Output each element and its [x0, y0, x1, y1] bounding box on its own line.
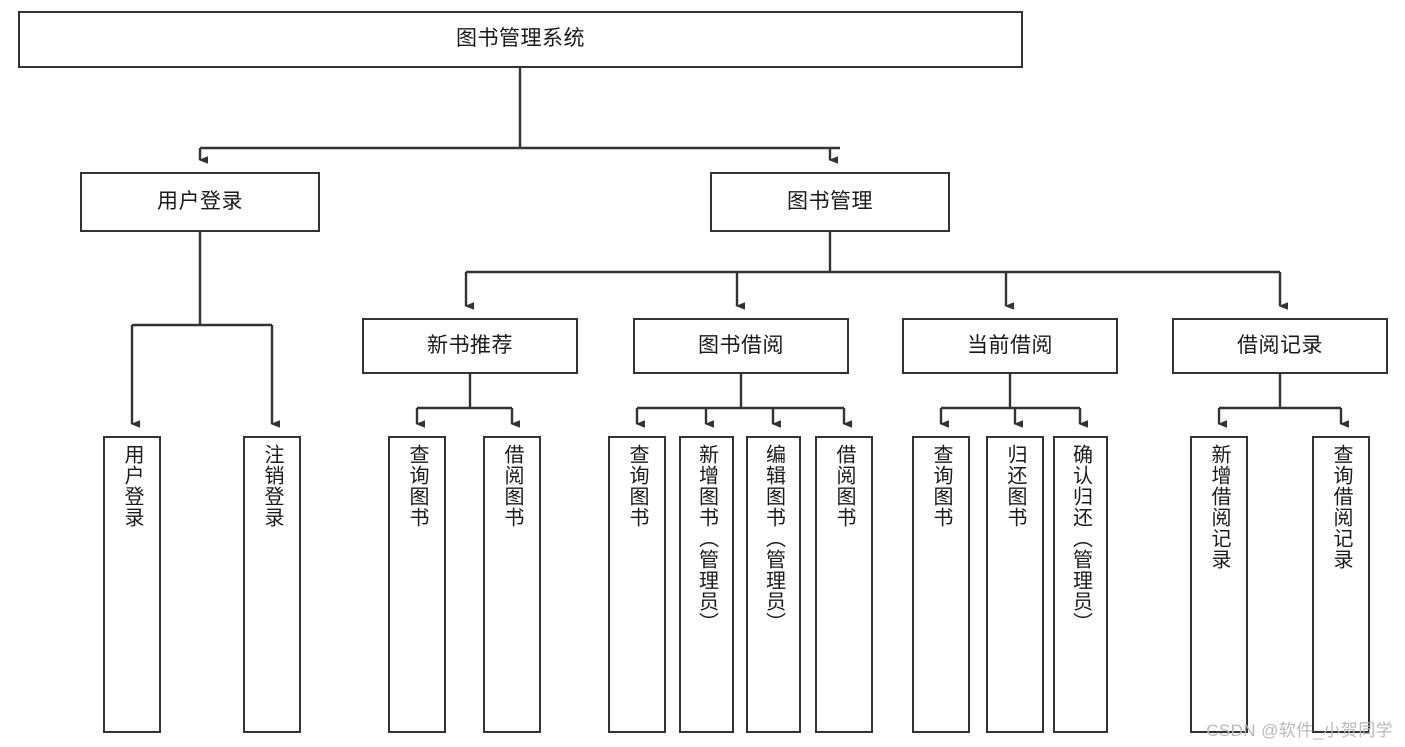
node-leaf-query-record-label: 查询借阅记录 — [1330, 444, 1352, 570]
node-leaf-borrow-book-2[interactable]: 借阅图书 — [815, 436, 873, 733]
node-leaf-return-book[interactable]: 归还图书 — [986, 436, 1044, 733]
node-leaf-borrow-book-1[interactable]: 借阅图书 — [483, 436, 541, 733]
node-leaf-add-record-label: 新增借阅记录 — [1208, 444, 1230, 570]
node-new-book-recommend[interactable]: 新书推荐 — [362, 318, 578, 374]
node-leaf-user-logout[interactable]: 注销登录 — [243, 436, 301, 733]
node-leaf-edit-book[interactable]: 编辑图书（管理员） — [746, 436, 801, 733]
node-leaf-user-login[interactable]: 用户登录 — [103, 436, 161, 733]
node-leaf-query-book-2-label: 查询图书 — [626, 444, 648, 528]
node-leaf-edit-book-label: 编辑图书（管理员） — [762, 444, 785, 633]
node-current-borrow-label: 当前借阅 — [967, 333, 1053, 357]
node-user-login[interactable]: 用户登录 — [80, 172, 320, 232]
node-new-book-recommend-label: 新书推荐 — [427, 333, 513, 357]
node-leaf-query-book-1[interactable]: 查询图书 — [388, 436, 446, 733]
node-leaf-borrow-book-1-label: 借阅图书 — [501, 444, 523, 528]
node-leaf-return-book-label: 归还图书 — [1004, 444, 1026, 528]
node-leaf-add-record[interactable]: 新增借阅记录 — [1190, 436, 1248, 733]
node-root-label: 图书管理系统 — [456, 27, 585, 51]
watermark: CSDN @软件_小贺同学 — [1206, 721, 1393, 740]
node-leaf-add-book-label: 新增图书（管理员） — [695, 444, 718, 633]
node-book-management-label: 图书管理 — [787, 189, 873, 213]
node-borrow-record[interactable]: 借阅记录 — [1172, 318, 1388, 374]
node-leaf-user-login-label: 用户登录 — [121, 444, 143, 528]
node-leaf-query-book-3-label: 查询图书 — [930, 444, 952, 528]
node-leaf-query-book-2[interactable]: 查询图书 — [608, 436, 666, 733]
node-book-management[interactable]: 图书管理 — [710, 172, 950, 232]
node-leaf-user-logout-label: 注销登录 — [261, 444, 283, 528]
node-leaf-borrow-book-2-label: 借阅图书 — [833, 444, 855, 528]
node-leaf-query-book-1-label: 查询图书 — [406, 444, 428, 528]
node-current-borrow[interactable]: 当前借阅 — [902, 318, 1118, 374]
node-book-borrow-label: 图书借阅 — [698, 333, 784, 357]
node-root[interactable]: 图书管理系统 — [18, 11, 1023, 68]
node-user-login-label: 用户登录 — [157, 189, 243, 213]
node-leaf-confirm-return-label: 确认归还（管理员） — [1069, 444, 1092, 633]
node-leaf-query-record[interactable]: 查询借阅记录 — [1312, 436, 1370, 733]
node-borrow-record-label: 借阅记录 — [1237, 333, 1323, 357]
node-leaf-confirm-return[interactable]: 确认归还（管理员） — [1053, 436, 1108, 733]
node-book-borrow[interactable]: 图书借阅 — [633, 318, 849, 374]
node-leaf-add-book[interactable]: 新增图书（管理员） — [679, 436, 734, 733]
node-leaf-query-book-3[interactable]: 查询图书 — [912, 436, 970, 733]
